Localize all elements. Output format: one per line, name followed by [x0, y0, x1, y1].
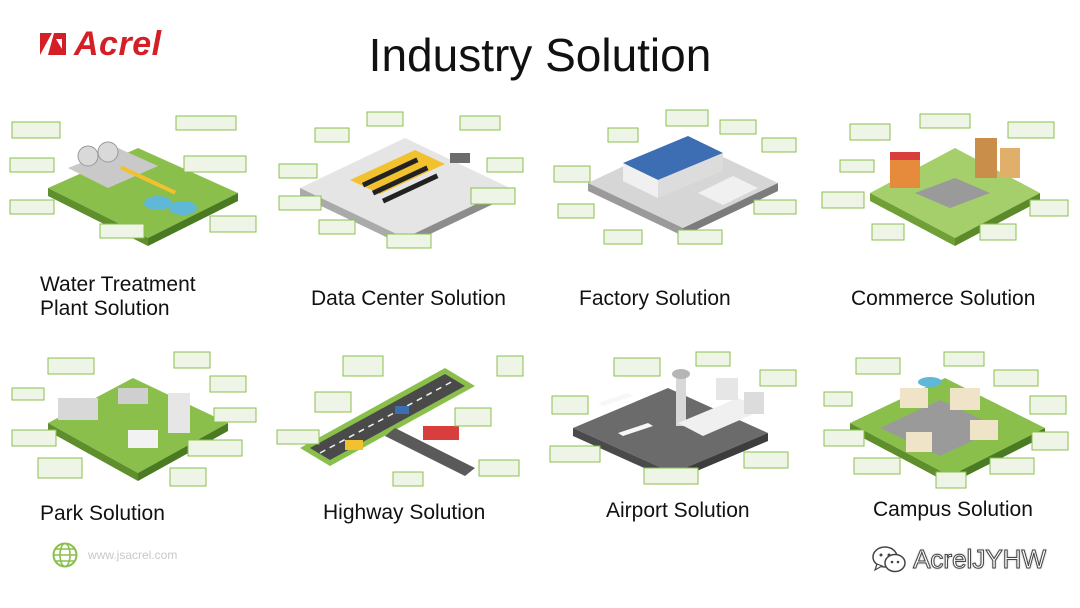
caption-park: Park Solution — [40, 502, 165, 525]
website-url[interactable]: www.jsacrel.com — [88, 548, 178, 562]
data-center-illustration — [275, 108, 525, 253]
caption-factory: Factory Solution — [579, 287, 731, 310]
caption-highway: Highway Solution — [323, 501, 486, 524]
footer-website[interactable]: www.jsacrel.com — [52, 542, 177, 568]
airport-illustration — [548, 348, 798, 493]
caption-water-treatment: Water Treatment Plant Solution — [40, 273, 196, 320]
commerce-illustration — [820, 108, 1070, 253]
brand-name: Acrel — [74, 24, 162, 63]
caption-airport: Airport Solution — [606, 499, 750, 522]
campus-illustration — [820, 348, 1070, 493]
highway-illustration — [275, 348, 525, 493]
factory-illustration — [548, 108, 798, 253]
watermark: AcrelJYHW — [871, 544, 1046, 575]
water-treatment-illustration — [8, 108, 258, 253]
globe-icon — [52, 542, 78, 568]
page-title: Industry Solution — [368, 29, 712, 81]
watermark-text: AcrelJYHW — [913, 544, 1047, 575]
caption-commerce: Commerce Solution — [851, 287, 1036, 310]
brand-logo: Acrel — [38, 24, 162, 63]
caption-campus: Campus Solution — [873, 498, 1033, 521]
caption-data-center: Data Center Solution — [311, 287, 506, 310]
park-illustration — [8, 348, 258, 493]
acrel-logo-icon — [40, 33, 66, 55]
wechat-icon — [872, 545, 906, 572]
